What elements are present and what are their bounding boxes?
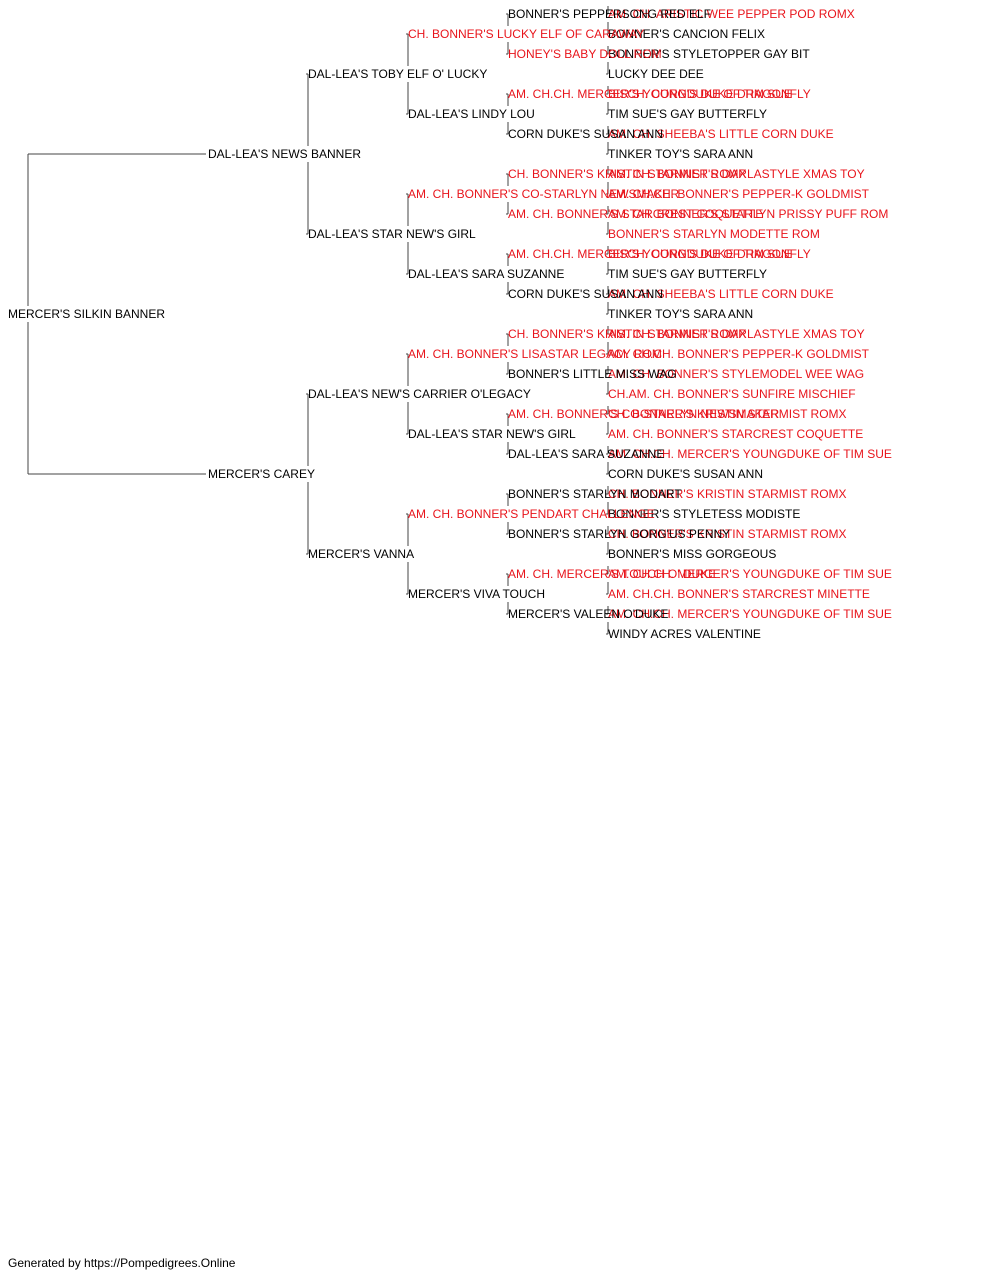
connector-lines xyxy=(27,6,609,635)
dog-name-gen3: AM. CH. BONNER'S PENDART CHALLENGE xyxy=(408,507,655,521)
dog-name-gen5: BISCH. CORN'S DUKE DRAGONFLY xyxy=(608,247,811,261)
dog-name-gen4: BONNER'S PEPPERSONG RED ELF xyxy=(508,7,711,21)
dog-name-gen3: CH. BONNER'S LUCKY ELF OF CARAWAY xyxy=(408,27,644,41)
dog-name-gen4: CH. BONNER'S KRISTIN STARMIST ROMX xyxy=(508,167,747,181)
dog-name-gen3: DAL-LEA'S STAR NEW'S GIRL xyxy=(408,427,576,441)
dog-name-gen3: AM. CH. BONNER'S LISASTAR LEGACY ROM xyxy=(408,347,662,361)
dog-name-gen2: DAL-LEA'S NEW'S CARRIER O'LEGACY xyxy=(308,387,531,401)
dog-name-gen4: AM. CH.CH. MERCER'S YOUNGDUKE OF TIM SUE xyxy=(508,247,792,261)
dog-name-gen5: TINKER TOY'S SARA ANN xyxy=(608,307,753,321)
dog-name-gen5: CH. BONNER'S KRISTIN STARMIST ROMX xyxy=(608,487,847,501)
dog-name-gen2: DAL-LEA'S TOBY ELF O' LUCKY xyxy=(308,67,487,81)
dog-name-gen3: DAL-LEA'S SARA SUZANNE xyxy=(408,267,564,281)
dog-name-gen4: CH. BONNER'S KRISTIN STARMIST ROMX xyxy=(508,327,747,341)
dog-name-gen5: BONNER'S STYLETOPPER GAY BIT xyxy=(608,47,810,61)
dog-name-gen5: AM. CH.CH. BONNER'S PEPPER-K GOLDMIST xyxy=(608,347,870,361)
dog-name-gen3: DAL-LEA'S LINDY LOU xyxy=(408,107,535,121)
dog-name-gen5: AM. CH. BONNER'S DARLASTYLE XMAS TOY xyxy=(608,167,865,181)
dog-name-gen5: WINDY ACRES VALENTINE xyxy=(608,627,761,641)
dog-name-gen4: CORN DUKE'S SUSAN ANN xyxy=(508,127,663,141)
dog-name-gen4: BONNER'S STARLYN MODART xyxy=(508,487,682,501)
dog-name-gen5: TIM SUE'S GAY BUTTERFLY xyxy=(608,267,767,281)
dog-name-gen5: AM. CH. ARISTIC WEE PEPPER POD ROMX xyxy=(608,7,855,21)
dog-name-gen5: CH. BONNER'S KRISTIN STARMIST ROMX xyxy=(608,407,847,421)
dog-name-gen5: AM. CH.CH. MERCER'S YOUNGDUKE OF TIM SUE xyxy=(608,447,892,461)
dog-name-gen4: AM. CH. MERCER'S TOUCH O' DUKE xyxy=(508,567,716,581)
dog-name-gen2: MERCER'S VANNA xyxy=(308,547,414,561)
dog-name-gen5: TIM SUE'S GAY BUTTERFLY xyxy=(608,107,767,121)
dog-name-gen5: AM. CH. SHEEBA'S LITTLE CORN DUKE xyxy=(608,127,834,141)
dog-name-gen4: AM. CH. BONNER'S STARCREST COQUETTE xyxy=(508,207,763,221)
footer-credit: Generated by https://Pompedigrees.Online xyxy=(8,1256,236,1270)
dog-name-gen4: HONEY'S BABY DOLL ROM xyxy=(508,47,662,61)
dog-name-gen5: AM. CH. BONNER'S STARLYN PRISSY PUFF ROM xyxy=(608,207,888,221)
dog-name-gen4: BONNER'S LITTLE MISS WAG xyxy=(508,367,677,381)
dog-name-gen5: AM. CH.CH. BONNER'S STARCREST MINETTE xyxy=(608,587,870,601)
dog-name-gen1: DAL-LEA'S NEWS BANNER xyxy=(208,147,361,161)
dog-name-gen5: AM. CH. BONNER'S STARCREST COQUETTE xyxy=(608,427,863,441)
dog-name-gen5: AM. CH. BONNER'S STYLEMODEL WEE WAG xyxy=(608,367,864,381)
dog-name-gen5: AM. CH. BONNER'S DARLASTYLE XMAS TOY xyxy=(608,327,865,341)
dog-name-gen4: DAL-LEA'S SARA SUZANNE xyxy=(508,447,664,461)
dog-name-gen3: AM. CH. BONNER'S CO-STARLYN NEWSMAKER xyxy=(408,187,680,201)
dog-name-gen4: CORN DUKE'S SUSAN ANN xyxy=(508,287,663,301)
dog-name-gen5: AM. CH. SHEEBA'S LITTLE CORN DUKE xyxy=(608,287,834,301)
dog-name-gen5: CH.AM. CH. BONNER'S SUNFIRE MISCHIEF xyxy=(608,387,856,401)
dog-name-gen0: MERCER'S SILKIN BANNER xyxy=(8,307,165,321)
dog-names: AM. CH. ARISTIC WEE PEPPER POD ROMXBONNE… xyxy=(8,7,892,641)
dog-name-gen5: BISCH. CORN'S DUKE DRAGONFLY xyxy=(608,87,811,101)
dog-name-gen4: MERCER'S VALEEN O'DUKE xyxy=(508,607,668,621)
dog-name-gen5: BONNER'S MISS GORGEOUS xyxy=(608,547,776,561)
dog-name-gen5: AM. CH.CH. BONNER'S PEPPER-K GOLDMIST xyxy=(608,187,870,201)
dog-name-gen5: AM. CH.CH. MERCER'S YOUNGDUKE OF TIM SUE xyxy=(608,567,892,581)
dog-name-gen5: BONNER'S STYLETESS MODISTE xyxy=(608,507,800,521)
dog-name-gen4: AM. CH.CH. MERCER'S YOUNGDUKE OF TIM SUE xyxy=(508,87,792,101)
dog-name-gen5: CH. BONNER'S KRISTIN STARMIST ROMX xyxy=(608,527,847,541)
dog-name-gen5: TINKER TOY'S SARA ANN xyxy=(608,147,753,161)
dog-name-gen5: BONNER'S CANCION FELIX xyxy=(608,27,765,41)
dog-name-gen5: LUCKY DEE DEE xyxy=(608,67,704,81)
dog-name-gen5: AM. CH.CH. MERCER'S YOUNGDUKE OF TIM SUE xyxy=(608,607,892,621)
dog-name-gen4: BONNER'S STARLYN GORG'US PENNY xyxy=(508,527,730,541)
dog-name-gen1: MERCER'S CAREY xyxy=(208,467,315,481)
dog-name-gen3: MERCER'S VIVA TOUCH xyxy=(408,587,545,601)
dog-name-gen5: CORN DUKE'S SUSAN ANN xyxy=(608,467,763,481)
dog-name-gen5: BONNER'S STARLYN MODETTE ROM xyxy=(608,227,820,241)
dog-name-gen4: AM. CH. BONNER'S CO-STARLYN NEWSMAKER xyxy=(508,407,780,421)
dog-name-gen2: DAL-LEA'S STAR NEW'S GIRL xyxy=(308,227,476,241)
